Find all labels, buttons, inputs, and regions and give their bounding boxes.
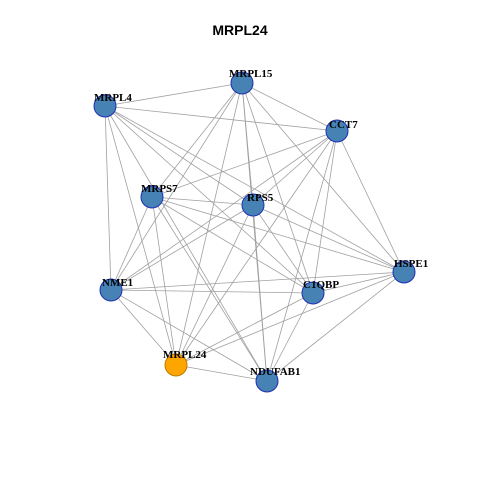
edge-cct7-nme1	[110, 130, 338, 291]
graph-title: MRPL24	[212, 22, 268, 38]
edge-rps5-ndufab1	[252, 204, 268, 382]
edge-nme1-c1qbp	[110, 289, 314, 294]
edge-mrpl4-c1qbp	[104, 105, 314, 294]
node-mrpl4[interactable]	[93, 94, 117, 118]
edge-cct7-mrps7	[151, 130, 338, 198]
node-hspe1[interactable]	[392, 260, 416, 284]
edge-rps5-mrpl24	[175, 204, 254, 366]
edge-hspe1-nme1	[110, 271, 405, 291]
node-rps5[interactable]	[241, 193, 265, 217]
edge-mrpl15-mrpl24	[175, 82, 243, 366]
node-nme1[interactable]	[99, 278, 123, 302]
edge-hspe1-ndufab1	[266, 271, 405, 382]
edge-rps5-nme1	[110, 204, 254, 291]
edge-cct7-rps5	[252, 130, 338, 206]
edge-mrpl4-mrpl24	[104, 105, 177, 366]
edge-mrps7-ndufab1	[151, 196, 268, 382]
node-layer	[93, 71, 416, 393]
node-cct7[interactable]	[325, 119, 349, 143]
edge-mrpl15-nme1	[110, 82, 243, 291]
node-label-mrpl24: MRPL24	[163, 349, 207, 361]
edge-hspe1-mrpl24	[175, 271, 405, 366]
edge-mrps7-c1qbp	[151, 196, 314, 294]
node-ndufab1[interactable]	[255, 369, 279, 393]
edge-hspe1-c1qbp	[312, 271, 405, 294]
edge-cct7-hspe1	[336, 130, 405, 273]
edge-c1qbp-ndufab1	[266, 292, 314, 382]
edge-mrps7-hspe1	[151, 196, 405, 273]
node-label-hspe1: HSPE1	[394, 258, 428, 270]
edge-mrpl4-cct7	[104, 105, 338, 132]
edge-mrpl15-cct7	[241, 82, 338, 132]
edge-mrps7-nme1	[110, 196, 153, 291]
node-mrpl15[interactable]	[230, 71, 254, 95]
node-label-mrpl4: MRPL4	[94, 92, 132, 104]
node-label-c1qbp: C1QBP	[303, 279, 339, 291]
edge-mrpl4-nme1	[104, 105, 112, 291]
edge-rps5-hspe1	[252, 204, 405, 273]
node-label-mrps7: MRPS7	[141, 183, 178, 195]
edge-mrpl4-ndufab1	[104, 105, 268, 382]
edge-mrpl15-mrps7	[151, 82, 243, 198]
edge-mrpl4-rps5	[104, 105, 254, 206]
edge-mrps7-rps5	[151, 196, 254, 206]
edge-mrpl4-mrpl15	[104, 82, 243, 107]
edge-nme1-ndufab1	[110, 289, 268, 382]
edge-cct7-ndufab1	[266, 130, 338, 382]
edge-mrpl24-ndufab1	[175, 364, 268, 382]
node-label-rps5: RPS5	[247, 192, 274, 204]
edge-mrps7-mrpl24	[151, 196, 177, 366]
node-label-ndufab1: NDUFAB1	[250, 366, 301, 378]
node-label-nme1: NME1	[102, 277, 133, 289]
edge-c1qbp-mrpl24	[175, 292, 314, 366]
edge-cct7-c1qbp	[312, 130, 338, 294]
node-mrps7[interactable]	[140, 185, 164, 209]
node-label-cct7: CCT7	[329, 119, 358, 131]
edge-mrpl15-hspe1	[241, 82, 405, 273]
node-c1qbp[interactable]	[301, 281, 325, 305]
node-label-mrpl15: MRPL15	[229, 68, 273, 80]
node-mrpl24[interactable]	[164, 353, 188, 377]
edge-nme1-mrpl24	[110, 289, 177, 366]
edge-layer	[104, 82, 405, 382]
